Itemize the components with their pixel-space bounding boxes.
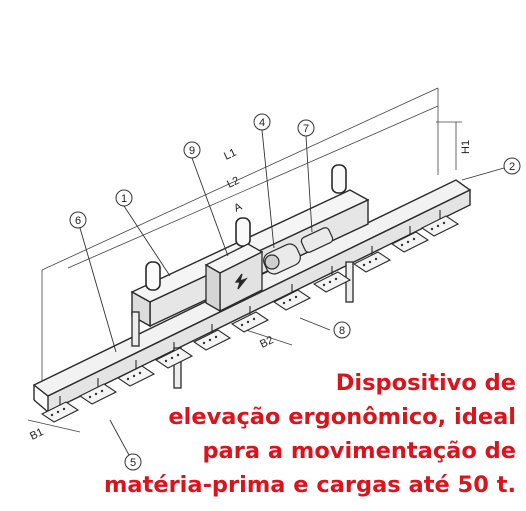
svg-text:6: 6 xyxy=(75,215,81,227)
svg-text:7: 7 xyxy=(303,123,309,135)
dimension-lines xyxy=(27,87,462,433)
callout-2: 2 xyxy=(503,157,521,175)
callout-8: 8 xyxy=(333,321,351,339)
suction-pads xyxy=(40,210,460,423)
svg-text:5: 5 xyxy=(130,457,136,469)
suction-pad xyxy=(192,324,232,351)
suction-pad xyxy=(78,378,118,405)
callout-7: 7 xyxy=(297,119,315,137)
control-box xyxy=(204,243,264,313)
svg-text:8: 8 xyxy=(339,325,345,337)
callout-4: 4 xyxy=(253,113,271,131)
suction-pad xyxy=(420,210,460,237)
lifting-eyes xyxy=(145,164,347,291)
suction-pad xyxy=(116,360,156,387)
suction-pad xyxy=(154,342,194,369)
suction-pad xyxy=(40,396,80,423)
caption-line-3: para a movimentação de xyxy=(202,438,516,464)
callout-1: 1 xyxy=(115,189,133,207)
suction-pad xyxy=(312,266,352,293)
callout-9: 9 xyxy=(183,141,201,159)
suction-pad xyxy=(352,246,392,273)
callout-5: 5 xyxy=(124,453,142,471)
vacuum-pump xyxy=(263,227,334,275)
suction-pad xyxy=(390,226,430,253)
svg-text:1: 1 xyxy=(121,193,127,205)
dim-b1: B1 xyxy=(28,426,45,443)
dim-l1: L1 xyxy=(222,147,238,163)
caption: Dispositivo de elevação ergonômico, idea… xyxy=(96,366,516,502)
suction-pad xyxy=(230,306,270,333)
dim-l2: L2 xyxy=(225,175,241,191)
suction-pad xyxy=(272,284,312,311)
dim-h1: H1 xyxy=(460,140,472,154)
dim-a: A xyxy=(232,200,244,214)
dimension-labels: L1 L2 H1 B1 B2 A xyxy=(28,140,472,443)
leader-lines xyxy=(79,129,505,456)
caption-line-1: Dispositivo de xyxy=(335,370,516,396)
caption-line-4: matéria-prima e cargas até 50 t. xyxy=(103,472,516,498)
svg-text:9: 9 xyxy=(189,145,195,157)
svg-text:2: 2 xyxy=(509,161,515,173)
callout-6: 6 xyxy=(69,211,87,229)
svg-text:4: 4 xyxy=(259,117,265,129)
caption-line-2: elevação ergonômico, ideal xyxy=(168,404,516,430)
dim-b2: B2 xyxy=(258,334,275,351)
